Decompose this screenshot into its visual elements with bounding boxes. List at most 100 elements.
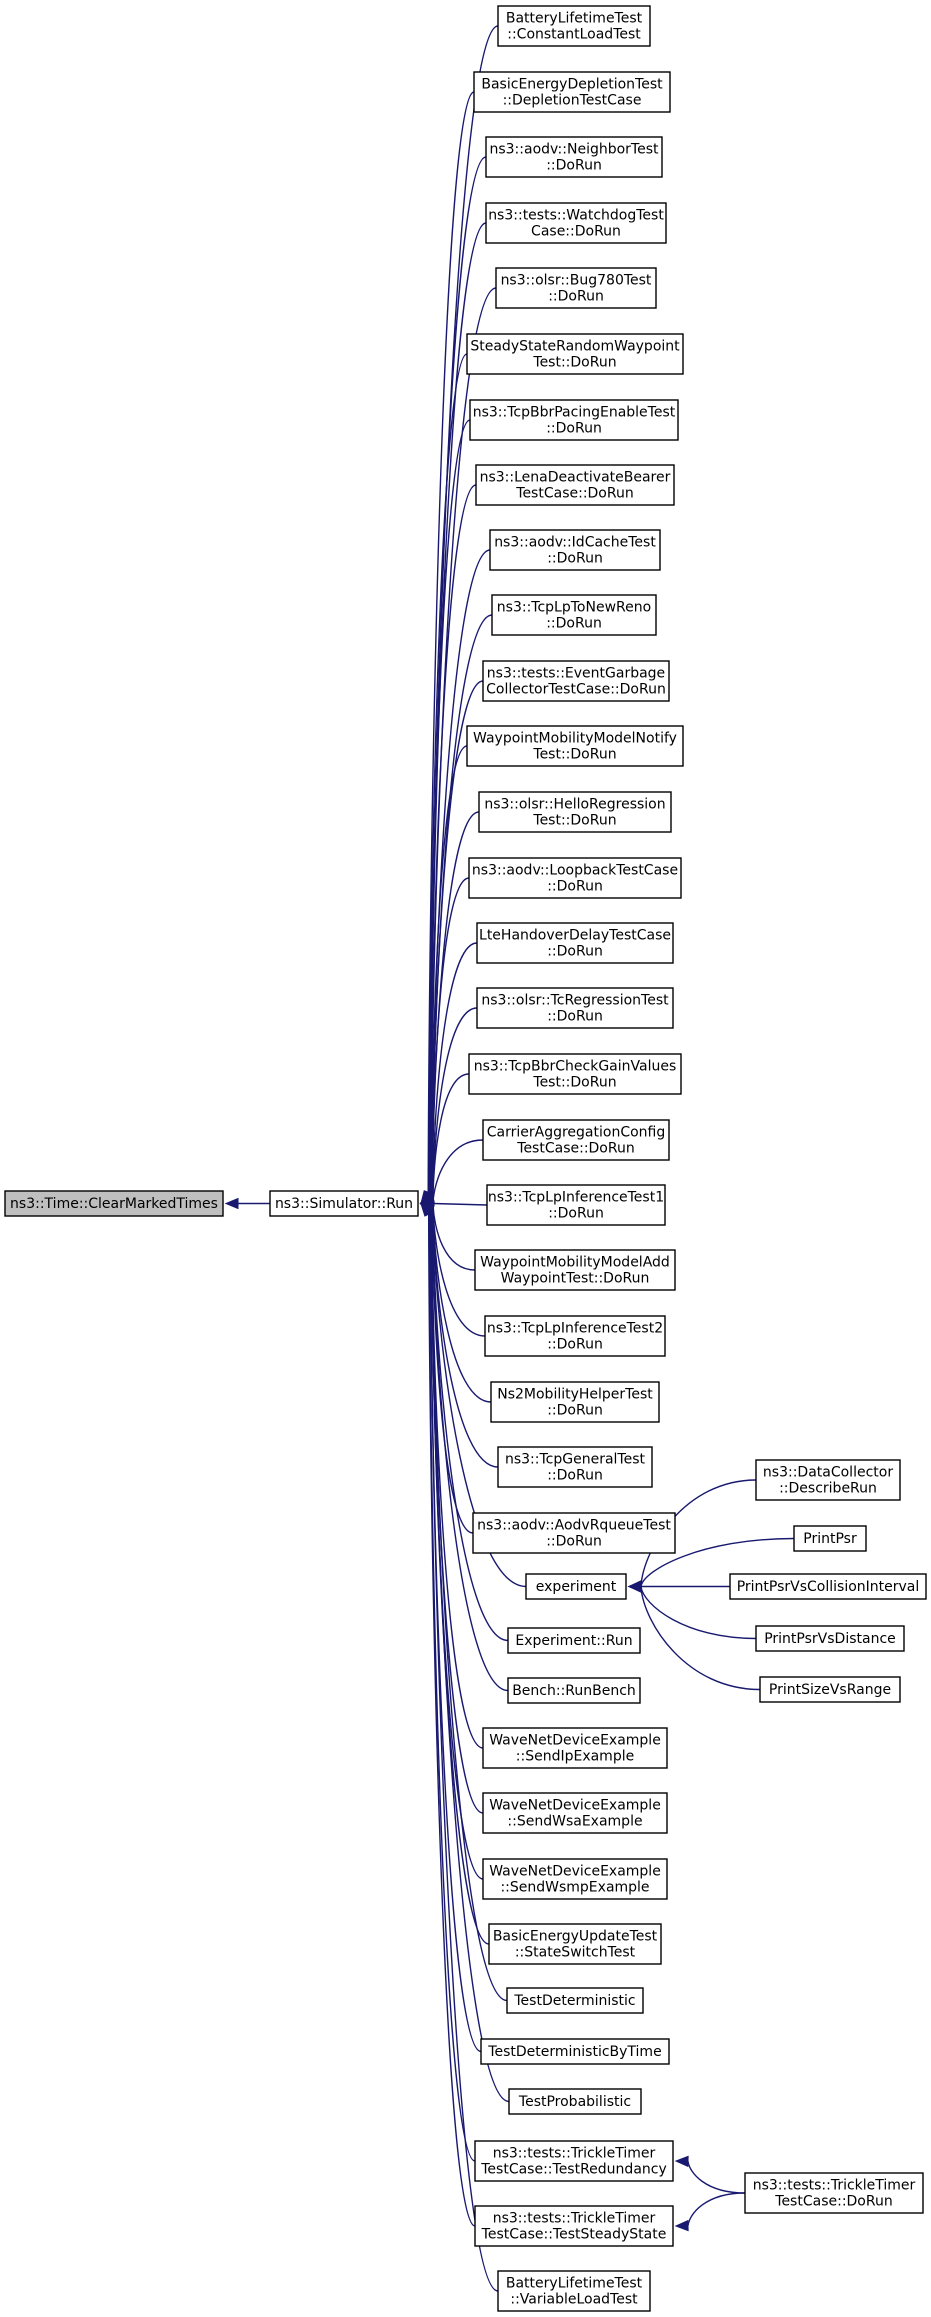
node-ns3-aodv-aodvrqueuetest-dorun[interactable]: ns3::aodv::AodvRqueueTest::DoRun bbox=[472, 1512, 676, 1554]
node-testdeterministic[interactable]: TestDeterministic bbox=[506, 1987, 644, 2014]
node-box bbox=[486, 1184, 666, 1226]
arrowhead bbox=[420, 1202, 435, 1217]
edge-n7-to-sim bbox=[428, 419, 471, 1195]
node-experiment[interactable]: experiment bbox=[525, 1573, 627, 1600]
node-printpsrvscollisioninterval[interactable]: PrintPsrVsCollisionInterval bbox=[729, 1573, 927, 1600]
node-label: WaypointMobilityModelNotify bbox=[473, 731, 677, 747]
node-experiment-run[interactable]: Experiment::Run bbox=[507, 1627, 641, 1654]
node-printsizevsrange[interactable]: PrintSizeVsRange bbox=[759, 1676, 901, 1703]
node-bench-runbench[interactable]: Bench::RunBench bbox=[507, 1677, 641, 1704]
node-printpsr[interactable]: PrintPsr bbox=[793, 1525, 867, 1552]
node-ns3-simulator-run[interactable]: ns3::Simulator::Run bbox=[269, 1190, 419, 1217]
node-waypointmobilitymodeladd-waypointtest-dorun[interactable]: WaypointMobilityModelAddWaypointTest::Do… bbox=[474, 1249, 676, 1291]
node-box bbox=[474, 2140, 674, 2182]
node-label: WaveNetDeviceExample bbox=[489, 1798, 661, 1814]
node-label: ns3::aodv::LoopbackTestCase bbox=[472, 863, 678, 879]
node-label: ns3::TcpBbrPacingEnableTest bbox=[473, 405, 676, 421]
node-ns3-tests-eventgarbage-collectortestcase-dorun[interactable]: ns3::tests::EventGarbageCollectorTestCas… bbox=[482, 660, 670, 702]
node-box bbox=[468, 857, 682, 899]
node-box bbox=[755, 1625, 905, 1652]
node-label: ::SendWsmpExample bbox=[500, 1880, 649, 1896]
node-label: ns3::olsr::TcRegressionTest bbox=[481, 993, 669, 1009]
node-ns3-tcpbbrpacingenabletest-dorun[interactable]: ns3::TcpBbrPacingEnableTest::DoRun bbox=[469, 399, 679, 441]
edge-e2-to-exp bbox=[640, 1537, 795, 1587]
node-wavenetdeviceexample-sendwsaexample[interactable]: WaveNetDeviceExample::SendWsaExample bbox=[482, 1792, 668, 1834]
edge-n34-to-sim bbox=[430, 1209, 510, 2103]
node-label: ::DoRun bbox=[547, 1468, 603, 1484]
node-label: Bench::RunBench bbox=[512, 1683, 636, 1699]
node-box bbox=[466, 333, 684, 375]
node-ns3-time-clearmarkedtimes[interactable]: ns3::Time::ClearMarkedTimes bbox=[4, 1190, 224, 1217]
node-label: TestCase::DoRun bbox=[516, 1141, 634, 1157]
node-label: ns3::aodv::IdCacheTest bbox=[494, 535, 656, 551]
node-ns3-tcpgeneraltest-dorun[interactable]: ns3::TcpGeneralTest::DoRun bbox=[497, 1446, 653, 1488]
node-wavenetdeviceexample-sendwsmpexample[interactable]: WaveNetDeviceExample::SendWsmpExample bbox=[482, 1858, 668, 1900]
node-box bbox=[482, 1858, 668, 1900]
node-box bbox=[482, 1727, 668, 1769]
node-ltehandoverdelaytestcase-dorun[interactable]: LteHandoverDelayTestCase::DoRun bbox=[476, 922, 674, 964]
node-label: TestCase::TestSteadyState bbox=[481, 2227, 667, 2243]
node-label: ::DoRun bbox=[547, 944, 603, 960]
node-testdeterministicbytime[interactable]: TestDeterministicByTime bbox=[480, 2038, 670, 2065]
node-box bbox=[755, 1459, 901, 1501]
node-ns3-aodv-loopbacktestcase-dorun[interactable]: ns3::aodv::LoopbackTestCase::DoRun bbox=[468, 857, 682, 899]
node-label: ::DoRun bbox=[546, 421, 602, 437]
node-label: CollectorTestCase::DoRun bbox=[486, 682, 666, 698]
node-batterylifetimetest-variableloadtest[interactable]: BatteryLifetimeTest::VariableLoadTest bbox=[497, 2270, 651, 2312]
node-ns3-olsr-tcregressiontest-dorun[interactable]: ns3::olsr::TcRegressionTest::DoRun bbox=[476, 987, 674, 1029]
edge-n11-to-sim bbox=[430, 680, 484, 1198]
node-label: Ns2MobilityHelperTest bbox=[497, 1387, 653, 1403]
node-label: ::DoRun bbox=[547, 1403, 603, 1419]
node-box bbox=[793, 1525, 867, 1552]
node-box bbox=[474, 1249, 676, 1291]
node-box bbox=[744, 2172, 924, 2214]
node-label: ::DoRun bbox=[548, 1206, 604, 1222]
node-ns3-tcplptonewreno-dorun[interactable]: ns3::TcpLpToNewReno::DoRun bbox=[491, 594, 657, 636]
node-ns3-tcplpinferencetest2-dorun[interactable]: ns3::TcpLpInferenceTest2::DoRun bbox=[484, 1315, 666, 1357]
node-box bbox=[269, 1190, 419, 1217]
node-ns3-tests-trickletimer-testcase-teststeadystate[interactable]: ns3::tests::TrickleTimerTestCase::TestSt… bbox=[474, 2205, 674, 2247]
node-label: ns3::aodv::NeighborTest bbox=[489, 142, 659, 158]
node-box bbox=[482, 660, 670, 702]
node-box bbox=[525, 1573, 627, 1600]
node-box bbox=[484, 1315, 666, 1357]
node-basicenergyupdatetest-stateswitchtest[interactable]: BasicEnergyUpdateTest::StateSwitchTest bbox=[488, 1923, 662, 1965]
node-box bbox=[491, 594, 657, 636]
node-testprobabilistic[interactable]: TestProbabilistic bbox=[508, 2088, 642, 2115]
node-label: experiment bbox=[536, 1579, 617, 1595]
node-box bbox=[489, 529, 661, 571]
node-ns3-tcplpinferencetest1-dorun[interactable]: ns3::TcpLpInferenceTest1::DoRun bbox=[486, 1184, 666, 1226]
node-ns3-datacollector-describerun[interactable]: ns3::DataCollector::DescribeRun bbox=[755, 1459, 901, 1501]
node-ns3-aodv-idcachetest-dorun[interactable]: ns3::aodv::IdCacheTest::DoRun bbox=[489, 529, 661, 571]
node-label: ::DoRun bbox=[547, 1009, 603, 1025]
node-label: TestDeterministic bbox=[513, 1993, 635, 2009]
edge-n8-to-sim bbox=[429, 484, 477, 1196]
node-box bbox=[4, 1190, 224, 1217]
node-ns3-aodv-neighbortest-dorun[interactable]: ns3::aodv::NeighborTest::DoRun bbox=[485, 136, 663, 178]
node-box bbox=[478, 791, 672, 833]
node-wavenetdeviceexample-sendipexample[interactable]: WaveNetDeviceExample::SendIpExample bbox=[482, 1727, 668, 1769]
edge-n27-to-sim bbox=[431, 1207, 509, 1692]
node-label: WaveNetDeviceExample bbox=[489, 1864, 661, 1880]
node-printpsrvsdistance[interactable]: PrintPsrVsDistance bbox=[755, 1625, 905, 1652]
node-label: Test::DoRun bbox=[532, 813, 616, 829]
node-ns3-olsr-bug780test-dorun[interactable]: ns3::olsr::Bug780Test::DoRun bbox=[495, 267, 657, 309]
node-basicenergydepletiontest-depletiontestcase[interactable]: BasicEnergyDepletionTest::DepletionTestC… bbox=[473, 71, 671, 113]
node-ns3-tests-trickletimer-testcase-testredundancy[interactable]: ns3::tests::TrickleTimerTestCase::TestRe… bbox=[474, 2140, 674, 2182]
node-label: ::StateSwitchTest bbox=[515, 1945, 636, 1961]
node-box bbox=[476, 922, 674, 964]
node-label: TestDeterministicByTime bbox=[487, 2044, 661, 2060]
node-batterylifetimetest-constantloadtest[interactable]: BatteryLifetimeTest::ConstantLoadTest bbox=[497, 5, 651, 47]
arrowhead bbox=[627, 1581, 642, 1593]
arrowhead bbox=[224, 1197, 239, 1210]
node-label: Test::DoRun bbox=[532, 355, 616, 371]
node-ns2mobilityhelpertest-dorun[interactable]: Ns2MobilityHelperTest::DoRun bbox=[490, 1381, 660, 1423]
